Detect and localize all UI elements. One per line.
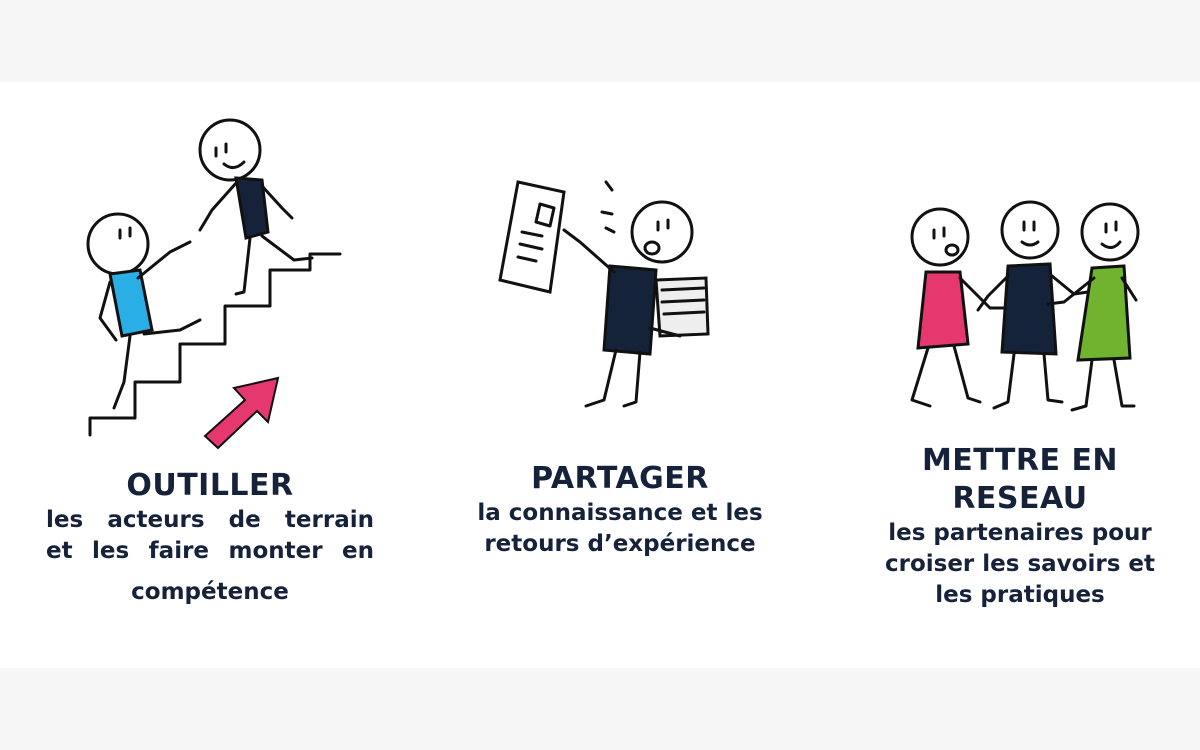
- title-outiller: OUTILLER: [126, 468, 294, 503]
- column-outiller: OUTILLER les acteurs de terrain et les f…: [40, 82, 380, 668]
- text-partager-line-2: retours d’expérience: [484, 531, 756, 557]
- text-reseau-line-3: les pratiques: [935, 582, 1105, 608]
- network-people-illustration: [910, 200, 1140, 412]
- text-outiller-line-3: compétence: [131, 579, 289, 605]
- column-reseau: METTRE EN RESEAU les partenaires pour cr…: [860, 82, 1180, 668]
- column-partager: PARTAGER la connaissance et les retours …: [440, 82, 800, 668]
- title-partager: PARTAGER: [531, 461, 709, 496]
- text-outiller-line-2: et les faire monter en: [46, 538, 374, 564]
- title-reseau-line-1: METTRE EN: [921, 443, 1119, 478]
- caption-reseau: METTRE EN RESEAU les partenaires pour cr…: [860, 442, 1180, 611]
- text-reseau-line-2: croiser les savoirs et: [884, 551, 1155, 577]
- text-outiller-line-1: les acteurs de terrain: [46, 507, 374, 533]
- bottom-band: [0, 668, 1200, 750]
- top-band: [0, 0, 1200, 82]
- caption-partager: PARTAGER la connaissance et les retours …: [440, 460, 800, 560]
- sharing-documents-illustration: [498, 180, 710, 408]
- text-reseau-line-1: les partenaires pour: [888, 520, 1152, 546]
- climbing-stairs-people-illustration: [86, 118, 342, 450]
- title-reseau-line-2: RESEAU: [952, 481, 1088, 516]
- caption-outiller: OUTILLER les acteurs de terrain et les f…: [40, 467, 380, 608]
- text-partager-line-1: la connaissance et les: [477, 500, 763, 526]
